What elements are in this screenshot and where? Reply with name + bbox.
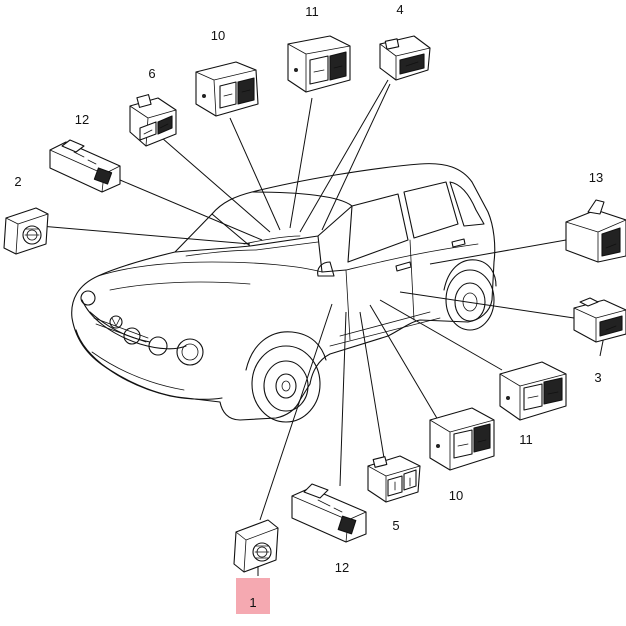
part-11-switch-right [499, 361, 567, 421]
part-2-mirror-switch [3, 207, 49, 255]
callout-6: 6 [148, 66, 155, 81]
part-4-switch [379, 35, 431, 81]
callout-10-bottom: 10 [449, 488, 463, 503]
part-5-switch [367, 455, 421, 503]
part-12-switch-bottom [291, 483, 367, 543]
callout-12-bottom: 12 [335, 560, 349, 575]
callout-12-left: 12 [75, 112, 89, 127]
callout-3: 3 [594, 370, 601, 385]
leader-lines [39, 79, 605, 521]
callout-1: 1 [249, 595, 256, 610]
part-11-switch-top [287, 35, 351, 93]
highlight-box [236, 578, 270, 614]
part-1-mirror-switch [233, 519, 279, 576]
part-6-switch [129, 94, 177, 147]
part-3-switch [573, 297, 626, 343]
part-12-switch-left [49, 139, 121, 193]
callout-10-top: 10 [211, 28, 225, 43]
callout-4: 4 [396, 2, 403, 17]
part-10-switch-top [195, 61, 259, 117]
part-13-switch [565, 199, 626, 263]
callout-11-top: 11 [305, 4, 319, 19]
car-illustration [71, 163, 497, 423]
part-10-switch-bottom [429, 407, 495, 471]
callout-labels: 1 2 3 4 5 6 10 10 11 11 12 12 13 [14, 2, 603, 614]
callout-2: 2 [14, 174, 21, 189]
callout-11-right: 11 [519, 432, 533, 447]
callout-13: 13 [589, 170, 603, 185]
callout-5: 5 [392, 518, 399, 533]
